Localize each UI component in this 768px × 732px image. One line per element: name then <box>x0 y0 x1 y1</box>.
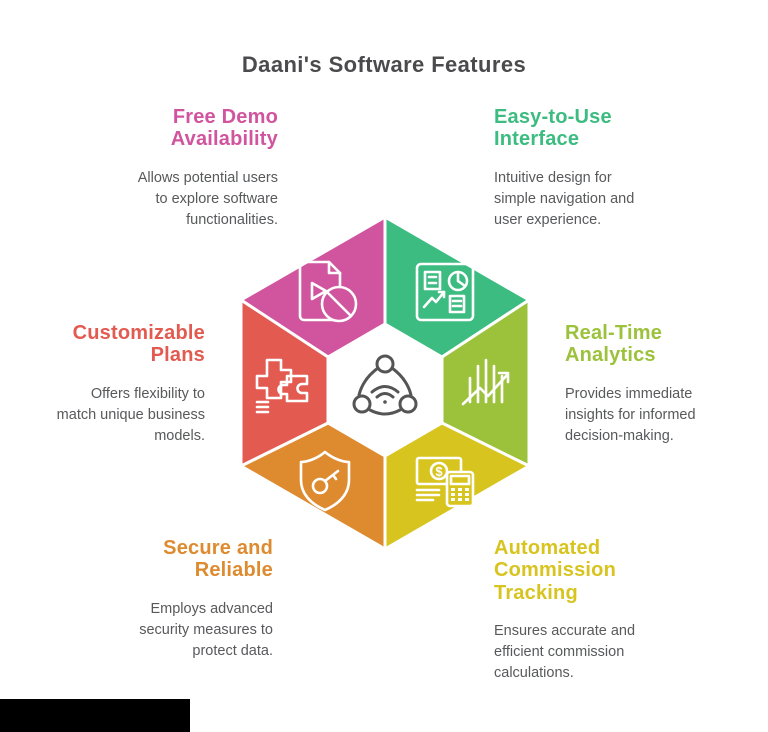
feature-block-secure: Secure and Reliable Employs advanced sec… <box>83 537 273 662</box>
page-title: Daani's Software Features <box>241 52 527 77</box>
shield-key-icon <box>299 450 351 512</box>
feature-description: Allows potential users to explore softwa… <box>137 169 278 228</box>
feature-description: Provides immediate insights for informed… <box>565 385 696 444</box>
feature-block-easy-interface: Easy-to-Use Interface Intuitive design f… <box>494 106 684 231</box>
feature-block-free-demo: Free Demo Availability Allows potential … <box>93 106 278 231</box>
growth-chart-icon <box>461 358 510 406</box>
network-share-icon <box>352 354 418 416</box>
svg-text:$: $ <box>435 464 443 479</box>
money-calculator-icon: $ <box>415 456 475 508</box>
feature-description: Intuitive design for simple navigation a… <box>494 169 635 228</box>
feature-description: Ensures accurate and efficient commissio… <box>494 623 636 682</box>
feature-heading: Real-Time Analytics <box>565 322 663 367</box>
feature-description: Employs advanced security measures to pr… <box>139 600 273 659</box>
feature-heading: Customizable Plans <box>72 322 205 367</box>
feature-heading: Automated Commission Tracking <box>494 537 617 604</box>
feature-block-analytics: Real-Time Analytics Provides immediate i… <box>565 322 760 447</box>
dashboard-report-icon <box>415 262 475 322</box>
feature-description: Offers flexibility to match unique busin… <box>56 385 205 444</box>
puzzle-icon <box>255 358 309 414</box>
footer-bar <box>0 699 190 732</box>
feature-heading: Free Demo Availability <box>170 106 278 151</box>
feature-heading: Easy-to-Use Interface <box>494 106 612 151</box>
video-document-blocked-icon <box>298 260 358 323</box>
feature-block-commission: Automated Commission Tracking Ensures ac… <box>494 537 689 684</box>
feature-heading: Secure and Reliable <box>163 537 273 582</box>
feature-block-customizable: Customizable Plans Offers flexibility to… <box>25 322 205 447</box>
